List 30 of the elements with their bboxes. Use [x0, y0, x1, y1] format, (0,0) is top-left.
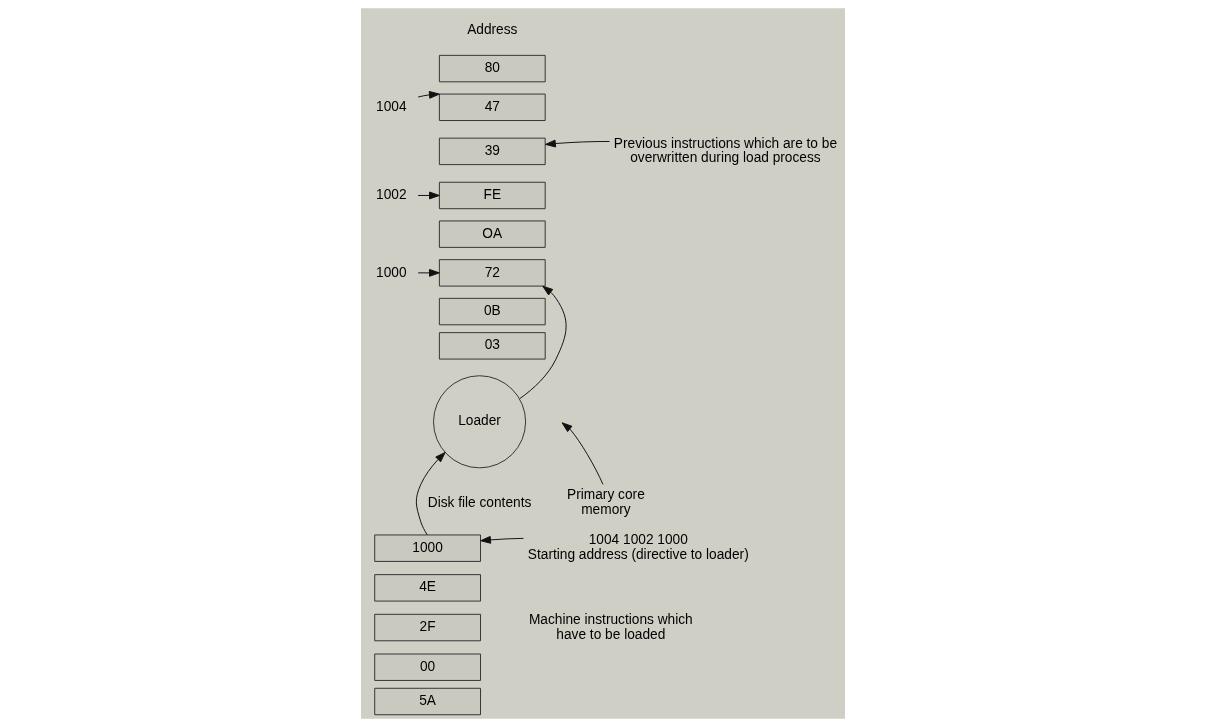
node-box: FE — [438, 181, 546, 210]
node-text: 1002 — [376, 187, 407, 203]
node-box: 4E — [374, 574, 481, 602]
node-text: Primary core memory — [567, 487, 645, 518]
arrow — [417, 268, 440, 277]
node-text: Previous instructions which are to be overwritten during load process — [613, 135, 838, 166]
node-box: 1000 — [374, 534, 481, 562]
arrow — [561, 422, 604, 485]
label: Address — [467, 21, 518, 37]
node-box: 47 — [438, 93, 546, 121]
node-text: 1004 — [376, 98, 407, 114]
label: Disk file contents — [427, 494, 532, 510]
node-box: 2F — [374, 613, 481, 642]
arrow — [417, 191, 440, 200]
arrow — [415, 452, 446, 536]
node-box: 39 — [438, 137, 546, 166]
node-box: OA — [438, 220, 546, 248]
node-box: 5A — [374, 687, 481, 716]
node-box: 72 — [438, 259, 546, 287]
node-text: 1000 — [376, 264, 407, 280]
node-box: 03 — [438, 332, 546, 360]
node-box: 80 — [438, 54, 546, 83]
arrow — [545, 139, 610, 148]
arrow — [417, 90, 440, 99]
node-text: 1004 1002 1000 Starting address (directive to loader) — [527, 532, 749, 563]
label: Machine instructions which have to be loaded — [528, 611, 693, 642]
node-box: 0B — [438, 297, 546, 326]
arrow — [480, 536, 524, 544]
node-box: 00 — [374, 653, 481, 681]
arrow — [519, 285, 567, 400]
